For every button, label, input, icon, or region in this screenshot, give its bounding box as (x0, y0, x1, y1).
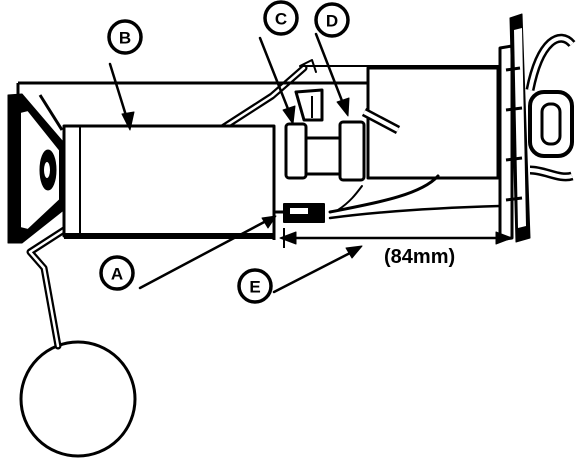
svg-text:D: D (326, 12, 338, 31)
float-assembly (19, 59, 317, 458)
svg-text:E: E (249, 278, 260, 297)
tank-flange (498, 13, 531, 243)
end-cap (7, 93, 71, 244)
dimension-line (279, 228, 513, 248)
callout-A: A (99, 255, 135, 291)
svg-text:B: B (119, 29, 131, 48)
wiring-harness (274, 174, 502, 223)
svg-text:C: C (275, 10, 287, 29)
callout-leaders (108, 32, 363, 294)
callout-D: D (314, 2, 350, 38)
svg-text:A: A (111, 265, 123, 284)
outlet-fittings (525, 33, 576, 182)
coupling (284, 88, 366, 182)
callout-C: C (263, 0, 299, 36)
pump-body (62, 124, 276, 240)
float-ball (19, 340, 137, 458)
callout-B: B (107, 19, 143, 55)
callout-E: E (237, 268, 273, 304)
sender-unit (300, 65, 500, 180)
dimension-label: (84mm) (384, 246, 455, 268)
